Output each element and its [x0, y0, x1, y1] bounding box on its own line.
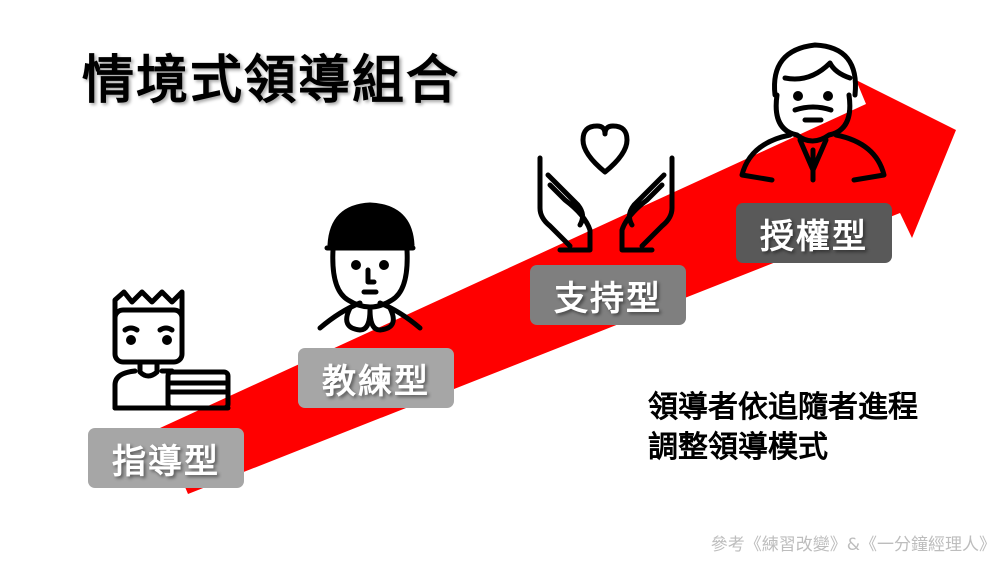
reference-text: 參考《練習改變》&《一分鐘經理人》: [710, 535, 996, 555]
page-title: 情境式領導組合: [82, 51, 461, 111]
style-label: 教練型: [322, 361, 430, 402]
style-box-coaching: 教練型: [298, 348, 454, 408]
style-label: 授權型: [760, 216, 868, 257]
style-label: 支持型: [554, 278, 662, 319]
style-box-delegating: 授權型: [736, 203, 892, 263]
note-text: 領導者依追隨者進程 調整領導模式: [648, 388, 918, 468]
coach-cap-icon: [317, 202, 423, 333]
style-label: 指導型: [112, 441, 220, 482]
note-line: 領導者依追隨者進程: [648, 390, 918, 425]
bearded-businessman-icon: [739, 42, 887, 183]
hands-heart-icon: [537, 123, 675, 253]
style-box-supporting: 支持型: [530, 265, 686, 325]
note-line: 調整領導模式: [648, 430, 828, 465]
person-with-card-icon: [112, 289, 231, 411]
style-box-directing: 指導型: [88, 428, 244, 488]
